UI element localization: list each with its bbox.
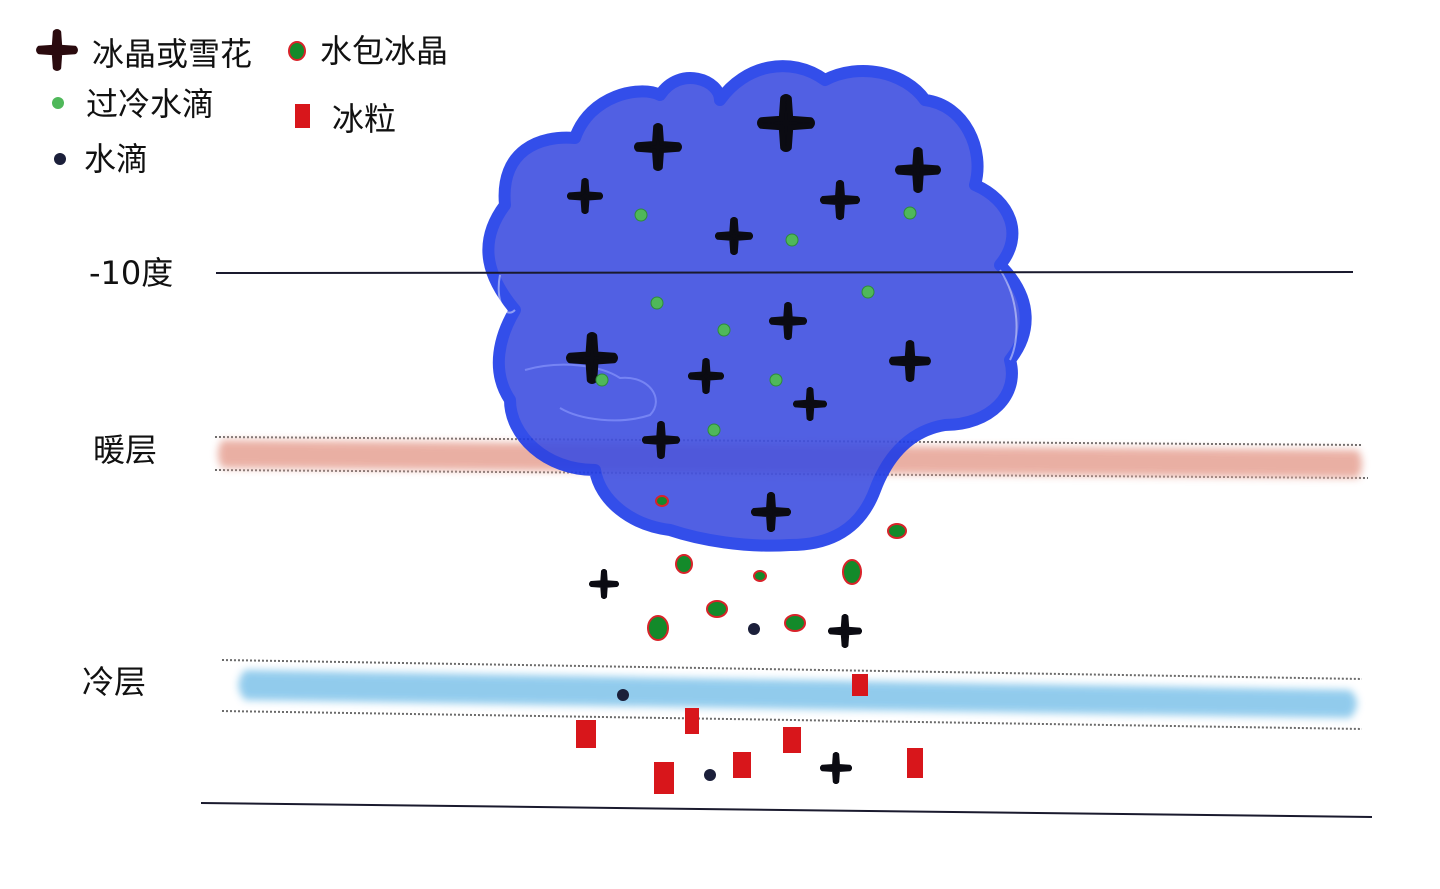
minus10-isotherm-line	[215, 271, 1354, 274]
legend-item-coated-crystal: 水包冰晶	[288, 32, 448, 70]
coated-crystal-icon	[842, 559, 862, 585]
supercooled-droplet-icon	[769, 373, 783, 387]
ice-pellet-icon	[852, 674, 868, 696]
ice-pellet-icon	[576, 720, 596, 748]
coated-crystal-icon	[675, 554, 693, 574]
supercooled-droplet-icon	[650, 296, 664, 310]
legend-label-snowflake: 冰晶或雪花	[92, 35, 252, 73]
legend-item-supercooled-droplet: 过冷水滴	[52, 85, 214, 123]
warm-layer-label: 暖层	[93, 431, 157, 469]
droplet-icon	[617, 689, 629, 701]
supercooled-droplet-icon	[903, 206, 917, 220]
coated-crystal-icon	[706, 600, 728, 618]
droplet-icon	[748, 623, 760, 635]
legend-label-ice-pellet: 冰粒	[332, 100, 396, 138]
minus10-label: -10度	[89, 254, 173, 292]
cold-layer-label: 冷层	[82, 663, 146, 701]
cold-layer-band	[221, 659, 1363, 730]
supercooled-droplet-icon	[634, 208, 648, 222]
ice-pellet-icon	[654, 762, 674, 794]
coated-crystal-icon	[288, 41, 306, 61]
ice-pellet-icon	[907, 748, 923, 778]
snowflake-icon	[828, 614, 862, 648]
supercooled-droplet-icon	[595, 373, 609, 387]
supercooled-droplet-icon	[717, 323, 731, 337]
coated-crystal-icon	[753, 570, 767, 582]
ice-pellet-icon	[733, 752, 751, 778]
legend-label-supercooled-droplet: 过冷水滴	[86, 85, 214, 123]
coated-crystal-icon	[784, 614, 806, 632]
supercooled-droplet-icon	[52, 97, 64, 109]
ice-pellet-icon	[295, 104, 310, 128]
ice-pellet-icon	[685, 708, 699, 734]
legend-label-coated-crystal: 水包冰晶	[320, 32, 448, 70]
legend-label-droplet: 水滴	[84, 140, 148, 178]
supercooled-droplet-icon	[785, 233, 799, 247]
ground-line	[200, 802, 1373, 818]
snowflake-icon	[589, 569, 619, 599]
legend-item-snowflake: 冰晶或雪花	[38, 31, 252, 73]
droplet-icon	[54, 153, 66, 165]
legend-item-droplet: 水滴	[54, 140, 148, 178]
coated-crystal-icon	[647, 615, 669, 641]
legend: 冰晶或雪花 水包冰晶 过冷水滴 冰粒 水滴	[38, 31, 448, 178]
supercooled-droplet-icon	[707, 423, 721, 437]
coated-crystal-icon	[887, 523, 907, 539]
snowflake-icon	[820, 752, 852, 784]
coated-crystal-icon	[655, 495, 669, 507]
supercooled-droplet-icon	[861, 285, 875, 299]
ice-pellet-icon	[783, 727, 801, 753]
snowflake-icon	[38, 31, 76, 69]
legend-item-ice-pellet: 冰粒	[295, 100, 396, 138]
cloud	[482, 60, 1032, 552]
droplet-icon	[704, 769, 716, 781]
particles	[569, 97, 939, 794]
